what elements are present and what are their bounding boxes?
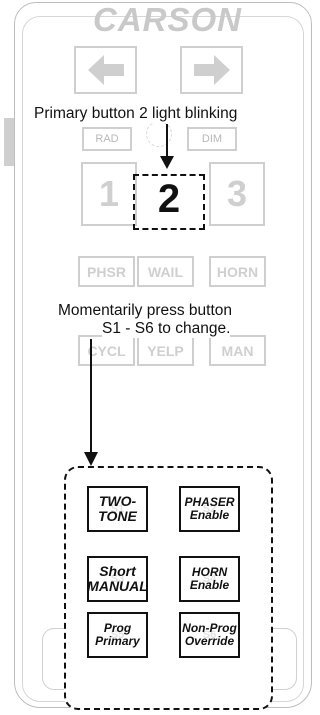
rad-button[interactable]: RAD <box>82 127 132 151</box>
primary-button-s1[interactable]: S1 TWO- TONE <box>87 486 148 532</box>
phsr-button[interactable]: PHSR <box>78 256 135 287</box>
primary-button-s3-line2: MANUAL <box>87 578 148 594</box>
arrow-right-button[interactable] <box>180 46 243 94</box>
annotation-top: Primary button 2 light blinking <box>34 105 238 123</box>
primary-button-s5-line1: Prog <box>103 620 132 635</box>
primary-button-s5[interactable]: S5 Prog Primary <box>87 612 148 658</box>
annotation-middle-line2: S1 - S6 to change. <box>102 320 231 338</box>
button-id-s6: S6 <box>202 628 217 641</box>
primary-button-s3-line1: Short <box>99 562 136 579</box>
arrow-to-primary-group <box>84 339 98 466</box>
primary-button-s2[interactable]: S2 PHASER Enable <box>179 486 240 532</box>
primary-button-s3[interactable]: S3 Short MANUAL <box>87 556 148 602</box>
primary-button-s4[interactable]: S4 HORN Enable <box>179 556 240 602</box>
button-id-s3: S3 <box>110 572 125 585</box>
number-button-1[interactable]: 1 <box>81 162 137 226</box>
yelp-button[interactable]: YELP <box>137 335 194 366</box>
number-button-3[interactable]: 3 <box>209 162 265 226</box>
primary-button-s5-line2: Primary <box>95 634 140 648</box>
primary-button-s6-line1: Non-Prog <box>182 620 237 635</box>
primary-button-s6[interactable]: S6 Non-Prog Override <box>179 612 240 658</box>
arrow-right-icon <box>193 55 230 85</box>
primary-button-s2-line1: PHASER <box>184 494 235 509</box>
primary-button-s2-line2: Enable <box>189 508 230 522</box>
brand-logo: CARSON <box>92 1 242 38</box>
primary-button-s1-line1: TWO- <box>98 492 137 509</box>
man-button[interactable]: MAN <box>209 335 266 366</box>
side-tab <box>4 118 14 166</box>
arrow-left-icon <box>87 55 124 85</box>
horn-button[interactable]: HORN <box>209 256 266 287</box>
primary-button-s6-line2: Override <box>184 634 235 648</box>
dim-button[interactable]: DIM <box>187 127 237 151</box>
highlight-box-button-2 <box>133 174 205 230</box>
primary-button-s1-line2: TONE <box>98 508 137 524</box>
primary-button-s4-line1: HORN <box>191 564 228 579</box>
arrow-to-button-2 <box>160 124 174 169</box>
arrow-left-button[interactable] <box>74 46 137 94</box>
wail-button[interactable]: WAIL <box>137 256 194 287</box>
button-id-s2: S2 <box>202 502 217 515</box>
button-id-s5: S5 <box>110 628 125 641</box>
primary-button-s4-line2: Enable <box>189 578 230 592</box>
cycl-button[interactable]: CYCL <box>78 335 135 366</box>
number-button-2[interactable]: 2 <box>138 170 200 228</box>
annotation-middle-line1: Momentarily press button <box>58 302 233 320</box>
button-id-s1: S1 <box>110 502 125 515</box>
button-id-s4: S4 <box>202 572 217 585</box>
